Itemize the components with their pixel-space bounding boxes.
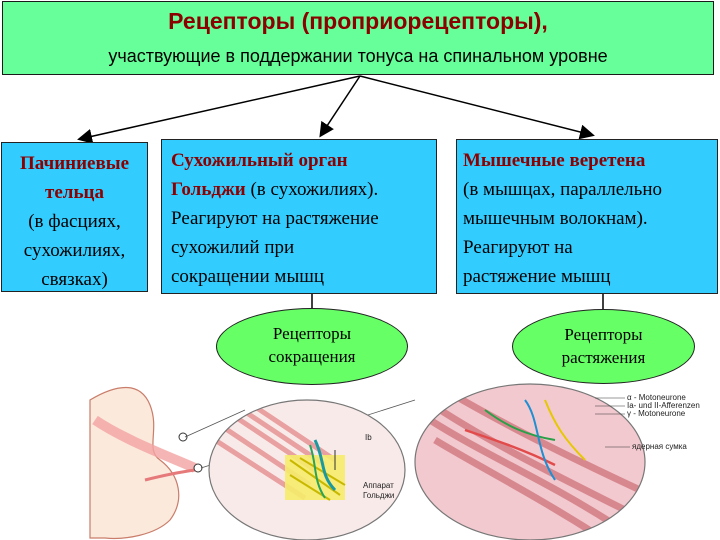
label-apparatus-2: Гольджи xyxy=(363,491,394,500)
anatomy-illustration: Ib Аппарат Гольджи α - Motoneurone Ia- u… xyxy=(85,380,720,540)
spindle-text-2: мышечным волокнам). xyxy=(463,208,648,229)
golgi-text-1: Реагируют на растяжение xyxy=(171,208,379,229)
arrow-middle xyxy=(319,75,361,138)
label-ib: Ib xyxy=(365,433,372,442)
spindle-text-1: (в мышцах, параллельно xyxy=(463,179,662,200)
page-title: Рецепторы (проприорецепторы), xyxy=(168,8,548,34)
connector-arrows xyxy=(77,75,604,309)
spindle-title: Мышечные веретена xyxy=(463,150,646,171)
pointer-line-1 xyxy=(184,409,246,438)
contraction-line-1: Рецепторы xyxy=(272,324,352,343)
label-gamma-motoneurone: γ - Motoneurone xyxy=(627,409,686,418)
contraction-line-2: сокращения xyxy=(268,347,356,366)
pacinian-text-2: сухожилиях, xyxy=(23,240,126,261)
stretch-line-1: Рецепторы xyxy=(564,325,643,344)
golgi-box: Сухожильный орган Гольджи (в сухожилиях)… xyxy=(161,139,437,294)
arrow-right xyxy=(359,75,595,140)
pacinian-text-3: связках) xyxy=(41,269,108,290)
arrow-left xyxy=(77,75,361,144)
golgi-location: (в сухожилиях). xyxy=(245,179,379,200)
joint-marker-2 xyxy=(193,463,203,473)
title-box: Рецепторы (проприорецепторы), участвующи… xyxy=(2,1,714,75)
label-alpha-motoneurone: α - Motoneurone xyxy=(627,393,686,402)
golgi-title: Сухожильный орган xyxy=(171,150,348,171)
spindle-magnified xyxy=(415,384,645,540)
joint-marker-1 xyxy=(178,432,188,442)
label-afferents: Ia- und II-Afferenzen xyxy=(627,401,700,410)
leg-outline xyxy=(89,386,180,540)
page-subtitle: участвующие в поддержании тонуса на спин… xyxy=(108,46,608,66)
leg-muscle xyxy=(92,415,197,473)
spindle-box: Мышечные веретена (в мышцах, параллельно… xyxy=(456,139,718,294)
spindle-text-3: Реагируют на xyxy=(463,237,573,258)
golgi-text-2: сухожилий при xyxy=(171,237,295,258)
golgi-magnified xyxy=(209,400,405,540)
golgi-text-3: сокращении мышц xyxy=(171,266,325,287)
stretch-line-2: растяжения xyxy=(561,348,646,367)
pacinian-text-1: (в фасциях, xyxy=(28,211,121,232)
pacinian-box: Пачиниевые тельца (в фасциях, сухожилиях… xyxy=(1,142,148,292)
label-apparatus-1: Аппарат xyxy=(363,481,394,490)
leg-tendon xyxy=(144,468,196,482)
label-nuclear-bag: ядерная сумка xyxy=(632,442,687,451)
contraction-receptors-ellipse: Рецепторы сокращения xyxy=(216,308,408,385)
pacinian-title-2: тельца xyxy=(45,182,104,203)
spindle-text-4: растяжение мышц xyxy=(463,266,611,287)
pacinian-title-1: Пачиниевые xyxy=(19,153,130,174)
golgi-name: Гольджи xyxy=(171,179,246,200)
stretch-receptors-ellipse: Рецепторы растяжения xyxy=(512,309,695,384)
